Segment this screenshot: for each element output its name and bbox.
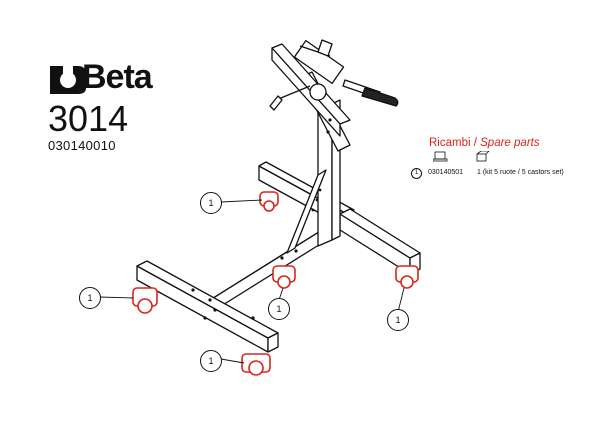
part-description: 1 (kit 5 ruote / 5 castors set) (477, 169, 564, 176)
brand-name: Beta (82, 58, 153, 96)
spare-parts-title-separator: / (470, 137, 481, 149)
part-code: 030140501 (428, 169, 464, 176)
castor-right (395, 265, 419, 289)
castor-front-left (132, 287, 158, 314)
model-number: 3014 (48, 98, 129, 139)
castors (132, 191, 419, 376)
laptop-icon (433, 151, 448, 162)
spare-parts-title-en: Spare parts (480, 137, 540, 149)
part-ref-circle: 1 (411, 168, 422, 179)
callout-castor-center: 1 (268, 298, 290, 320)
castor-front (241, 353, 271, 376)
callout-castor-front: 1 (200, 350, 222, 372)
callout-castor-right: 1 (387, 309, 409, 331)
parts-table-icons (433, 151, 490, 162)
spare-parts-title-it: Ricambi (429, 137, 471, 149)
callout-castor-front-left: 1 (79, 287, 101, 309)
product-code: 030140010 (48, 138, 116, 153)
beta-logo-mark (50, 66, 86, 94)
box-icon (476, 151, 490, 162)
spare-parts-title: Ricambi / Spare parts (429, 137, 540, 149)
callout-castor-rear: 1 (200, 192, 222, 214)
castor-rear-left (259, 191, 279, 212)
castor-center (272, 265, 296, 289)
